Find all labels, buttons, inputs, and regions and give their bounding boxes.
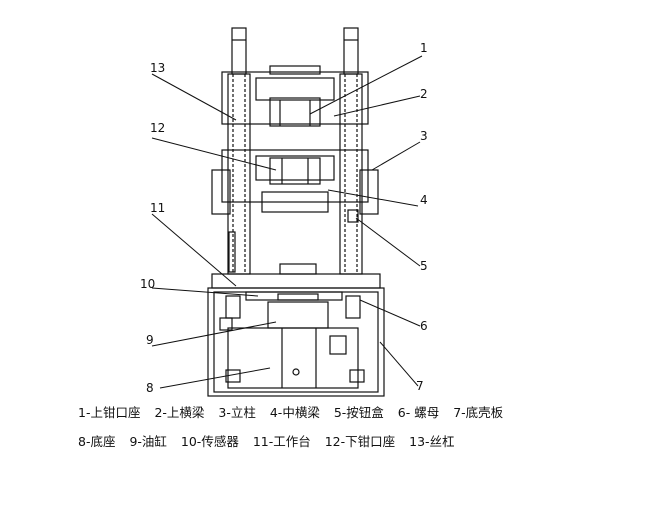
legend-item: 1-上钳口座 [78,405,141,420]
callout-3: 3 [420,129,428,143]
right-screw-cap [343,27,359,75]
middle-crossbeam [221,149,369,203]
left-column [227,73,251,275]
callout-1: 1 [420,41,428,55]
callout-11: 11 [150,201,165,215]
callout-9: 9 [146,333,154,347]
lower-grip-seat [269,157,321,185]
legend-row-1: 1-上钳口座 2-上横梁 3-立柱 4-中横梁 5-按钮盒 6- 螺母 7-底壳… [78,402,513,421]
legend-item: 3-立柱 [218,405,256,420]
legend-row-2: 8-底座 9-油缸 10-传感器 11-工作台 12-下钳口座 13-丝杠 [78,431,465,450]
callout-10: 10 [140,277,155,291]
callout-12: 12 [150,121,165,135]
legend-item: 5-按钮盒 [333,405,384,420]
callout-13: 13 [150,61,165,75]
legend-item: 12-下钳口座 [324,434,396,449]
worktable [245,291,343,301]
callout-6: 6 [420,319,428,333]
legend-item: 4-中横梁 [269,405,320,420]
upper-grip-seat [269,97,321,127]
legend-item: 11-工作台 [252,434,311,449]
legend-item: 9-油缸 [129,434,167,449]
callout-2: 2 [420,87,428,101]
right-column [339,73,363,275]
left-screw-cap [231,27,247,75]
legend-item: 8-底座 [78,434,116,449]
legend-item: 6- 螺母 [397,405,440,420]
callout-7: 7 [416,379,424,393]
legend-item: 7-底壳板 [453,405,504,420]
legend-item: 13-丝杠 [409,434,455,449]
base-housing [207,287,385,397]
callout-5: 5 [420,259,428,273]
button-box [347,209,359,223]
oil-cylinder [227,327,359,389]
upper-crossbeam [221,71,369,125]
sensor [277,293,319,301]
callout-4: 4 [420,193,428,207]
legend-item: 2-上横梁 [154,405,205,420]
callout-8: 8 [146,381,154,395]
legend-item: 10-传感器 [180,434,239,449]
